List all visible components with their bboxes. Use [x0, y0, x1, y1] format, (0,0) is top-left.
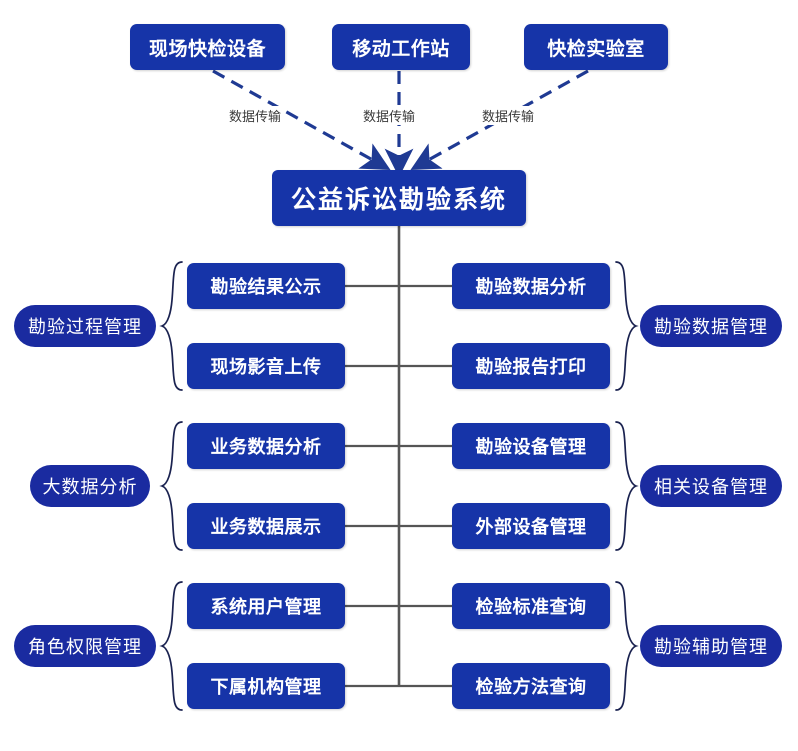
brace-right-3 [615, 581, 639, 711]
source-node-3-label: 快检实验室 [547, 37, 645, 60]
center-system-node[interactable]: 公益诉讼勘验系统 [272, 170, 526, 226]
group-pill-right-3-label: 勘验辅助管理 [654, 637, 768, 658]
arrow-source-1 [212, 69, 391, 171]
group-pill-right-2[interactable]: 相关设备管理 [640, 465, 782, 507]
leaf-node-left-2-2-label: 业务数据展示 [210, 517, 322, 538]
group-pill-right-1[interactable]: 勘验数据管理 [640, 305, 782, 347]
leaf-node-left-1-1[interactable]: 勘验结果公示 [187, 263, 345, 309]
leaf-node-left-1-2-label: 现场影音上传 [210, 357, 322, 378]
group-pill-right-1-label: 勘验数据管理 [654, 317, 768, 338]
brace-right-2 [615, 421, 639, 551]
leaf-node-left-2-1-label: 业务数据分析 [210, 437, 322, 458]
leaf-node-right-3-2[interactable]: 检验方法查询 [452, 663, 610, 709]
brace-left-2 [159, 421, 183, 551]
leaf-node-left-3-1-label: 系统用户管理 [210, 597, 322, 618]
leaf-node-left-3-2-label: 下属机构管理 [210, 677, 322, 698]
leaf-node-left-2-2[interactable]: 业务数据展示 [187, 503, 345, 549]
leaf-node-right-3-1[interactable]: 检验标准查询 [452, 583, 610, 629]
source-node-1-label: 现场快检设备 [148, 37, 266, 60]
source-node-2[interactable]: 移动工作站 [332, 24, 470, 70]
group-pill-right-3[interactable]: 勘验辅助管理 [640, 625, 782, 667]
edge-label-2: 数据传输 [362, 106, 417, 125]
leaf-node-right-2-2[interactable]: 外部设备管理 [452, 503, 610, 549]
leaf-node-right-2-1-label: 勘验设备管理 [475, 437, 587, 458]
group-pill-left-3[interactable]: 角色权限管理 [14, 625, 156, 667]
leaf-node-right-2-2-label: 外部设备管理 [475, 517, 587, 538]
group-pill-left-1-label: 勘验过程管理 [28, 317, 142, 338]
leaf-node-right-1-1[interactable]: 勘验数据分析 [452, 263, 610, 309]
leaf-node-right-3-1-label: 检验标准查询 [475, 597, 587, 618]
leaf-node-left-3-1[interactable]: 系统用户管理 [187, 583, 345, 629]
brace-left-1 [159, 261, 183, 391]
source-node-3[interactable]: 快检实验室 [524, 24, 668, 70]
brace-left-3 [159, 581, 183, 711]
leaf-node-left-1-2[interactable]: 现场影音上传 [187, 343, 345, 389]
center-system-label: 公益诉讼勘验系统 [290, 185, 507, 214]
leaf-node-right-3-2-label: 检验方法查询 [475, 677, 587, 698]
group-pill-right-2-label: 相关设备管理 [654, 477, 768, 498]
group-pill-left-2-label: 大数据分析 [42, 477, 138, 498]
group-pill-left-2[interactable]: 大数据分析 [30, 465, 150, 507]
source-node-2-label: 移动工作站 [352, 37, 450, 60]
edge-label-1: 数据传输 [228, 106, 283, 125]
leaf-node-left-2-1[interactable]: 业务数据分析 [187, 423, 345, 469]
edge-label-3: 数据传输 [481, 106, 536, 125]
leaf-node-left-1-1-label: 勘验结果公示 [210, 277, 322, 298]
leaf-node-right-2-1[interactable]: 勘验设备管理 [452, 423, 610, 469]
group-pill-left-1[interactable]: 勘验过程管理 [14, 305, 156, 347]
leaf-node-right-1-2[interactable]: 勘验报告打印 [452, 343, 610, 389]
leaf-node-right-1-2-label: 勘验报告打印 [475, 357, 587, 378]
group-pill-left-3-label: 角色权限管理 [28, 637, 142, 658]
source-node-1[interactable]: 现场快检设备 [130, 24, 285, 70]
leaf-node-left-3-2[interactable]: 下属机构管理 [187, 663, 345, 709]
brace-right-1 [615, 261, 639, 391]
leaf-node-right-1-1-label: 勘验数据分析 [475, 277, 587, 298]
